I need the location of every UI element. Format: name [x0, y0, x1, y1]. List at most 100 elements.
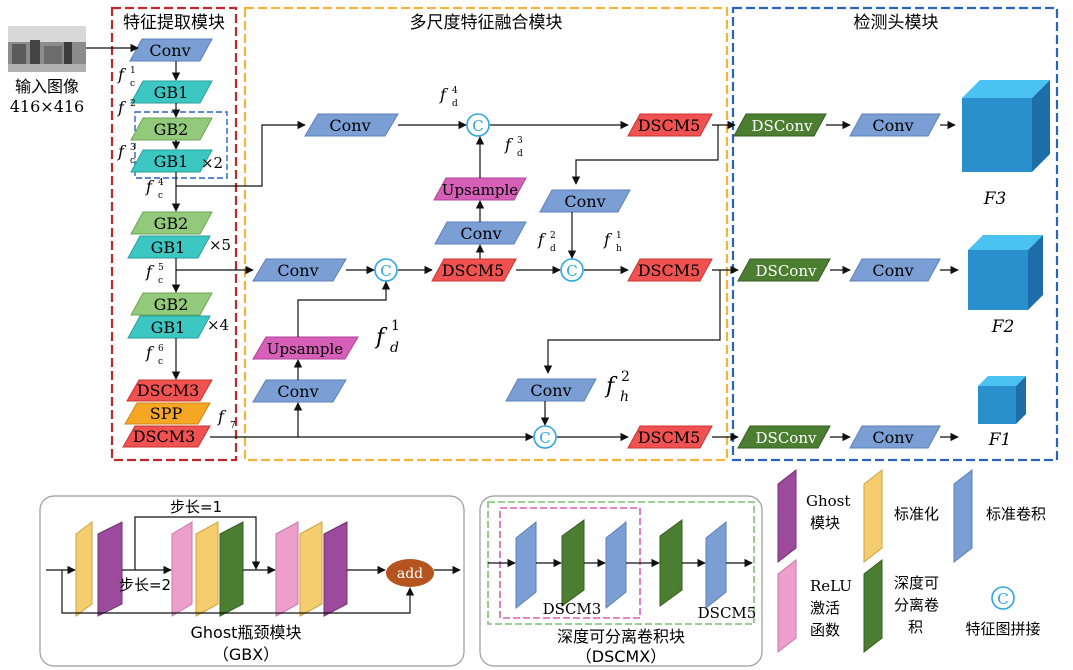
stride1-label: 步长=1 — [170, 498, 222, 516]
fc6-sub: c — [158, 357, 163, 367]
gb1-label-4: GB1 — [151, 318, 186, 337]
fh1-label: f — [603, 230, 613, 249]
fh2-label: f — [604, 374, 618, 399]
fusion-conv-mid1 — [252, 258, 347, 282]
fh1-sup: 1 — [616, 231, 622, 241]
gb2-label-2: GB2 — [154, 214, 189, 233]
dscm-conv-1 — [515, 520, 537, 610]
ghost-dw-2 — [219, 521, 244, 617]
ghost-module-box — [39, 495, 465, 667]
gb1-label-2: GB1 — [154, 152, 189, 171]
fusion-conv-right-label: Conv — [564, 192, 605, 211]
fc2-sup: 2 — [130, 99, 136, 109]
dscm-inner3-label: DSCM3 — [543, 600, 602, 618]
head-frame — [731, 6, 1059, 462]
head-conv-bottom — [849, 425, 941, 449]
fd3-sub: d — [517, 149, 523, 159]
concat-mid1 — [374, 258, 398, 282]
concat-bottom-label: C — [539, 429, 550, 447]
fusion-dscm5-mid1 — [431, 258, 517, 282]
dscm-module: DSCM3 DSCM5 深度可分离卷积块 （DSCMX） — [479, 495, 763, 667]
gb1-block-3 — [127, 235, 211, 259]
legend-dw-label-3: 积 — [908, 618, 923, 636]
ghost-norm-2 — [195, 521, 219, 617]
output-f3-label: F3 — [983, 189, 1007, 209]
legend-norm-swatch — [863, 468, 883, 564]
concat-mid1-label: C — [380, 262, 391, 280]
spp-block — [124, 402, 211, 425]
head-conv-top-label: Conv — [872, 116, 913, 135]
gb1-label-1: GB1 — [154, 83, 189, 102]
legend: Ghost 模块 标准化 标准卷积 ReLU 激活 函数 深度可 分离卷 积 C… — [777, 468, 1046, 654]
head-dsconv-bottom — [737, 425, 831, 449]
legend-relu-swatch — [777, 558, 797, 654]
dscm3-label-1: DSCM3 — [137, 381, 200, 400]
input-size-label: 416×416 — [10, 97, 84, 116]
head-dsconv-top — [733, 113, 827, 137]
head-dsconv-bottom-label: DSConv — [756, 429, 817, 447]
fc7-label: f — [217, 407, 227, 426]
head-dsconv-top-label: DSConv — [752, 117, 813, 135]
output-f2-label: F2 — [991, 317, 1015, 337]
head-dsconv-mid-label: DSConv — [756, 262, 817, 280]
dscm3-block-2 — [122, 425, 211, 448]
fusion-dscm5-top-label: DSCM5 — [638, 116, 701, 135]
fusion-network: Conv C DSCM5 Conv Upsample Conv C DSCM5 … — [176, 113, 739, 449]
fusion-title: 多尺度特征融合模块 — [410, 13, 563, 33]
fc6-label: f — [145, 343, 155, 362]
fc6-sup: 6 — [158, 344, 164, 354]
fusion-dscm5-mid2 — [627, 258, 713, 282]
spp-label: SPP — [150, 404, 183, 423]
gb2-block-2 — [130, 211, 213, 235]
dscm-dw-2 — [659, 519, 683, 607]
fusion-conv-mid1-label: Conv — [277, 261, 318, 280]
dscm-conv-2 — [605, 520, 627, 610]
fd3-sup: 3 — [517, 136, 523, 146]
input-label: 输入图像 — [15, 77, 79, 96]
fusion-upsample-2-label: Upsample — [442, 181, 519, 199]
gb1-block-1 — [130, 80, 213, 104]
fc5-sub: c — [158, 276, 163, 286]
feature-extraction-frame — [110, 6, 238, 462]
fusion-conv-right — [539, 189, 631, 213]
gb1-block-4 — [127, 315, 211, 339]
fusion-conv-mid2 — [434, 221, 527, 245]
head-conv-mid-label: Conv — [872, 261, 913, 280]
gb1-block-2 — [130, 149, 213, 173]
ghost-norm-1 — [75, 521, 93, 617]
backbone-conv-block — [129, 38, 213, 62]
output-f1-label: F1 — [988, 430, 1012, 450]
concat-mid2-label: C — [566, 262, 577, 280]
concat-top-label: C — [472, 117, 483, 135]
fc1-label: f — [117, 65, 127, 84]
fc1-sup: 1 — [130, 66, 136, 76]
fusion-frame — [243, 6, 729, 462]
fusion-upsample-1-label: Upsample — [267, 340, 344, 358]
legend-relu-label-3: 函数 — [810, 621, 840, 639]
fc4-sup: 4 — [158, 178, 164, 188]
cube-f3 — [962, 80, 1050, 172]
legend-relu-label-2: 激活 — [810, 599, 840, 617]
legend-conv-label: 标准卷积 — [986, 505, 1046, 523]
gb2-block-3 — [130, 292, 213, 316]
fusion-conv-bottom-label: Conv — [530, 381, 571, 400]
multiplier-x2: ×2 — [201, 154, 223, 172]
cube-f1 — [978, 376, 1026, 424]
dscm3-label-2: DSCM3 — [133, 427, 196, 446]
head-conv-bottom-label: Conv — [872, 428, 913, 447]
head-title: 检测头模块 — [854, 13, 939, 33]
legend-ghost-swatch — [777, 468, 797, 564]
fd2-label: f — [537, 230, 547, 249]
head-dsconv-mid — [737, 258, 831, 282]
add-label: add — [397, 566, 423, 582]
fd3-label: f — [504, 135, 514, 154]
fd1-sup: 1 — [391, 318, 400, 334]
fc5-sup: 5 — [158, 263, 164, 273]
fd2-sup: 2 — [550, 231, 556, 241]
fusion-conv-top-label: Conv — [329, 116, 370, 135]
fusion-dscm5-mid1-label: DSCM5 — [442, 261, 505, 280]
repeat-frame — [134, 111, 228, 179]
legend-dw-swatch — [863, 558, 883, 654]
dscm-module-title: 深度可分离卷积块 — [557, 627, 685, 646]
